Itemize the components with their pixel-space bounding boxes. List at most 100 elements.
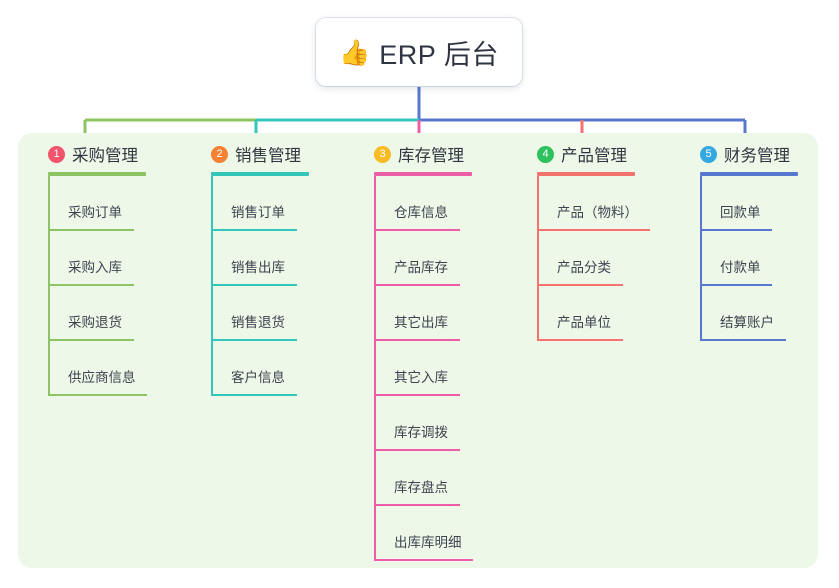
list-item[interactable]: 销售出库	[213, 231, 353, 286]
list-item-rule	[50, 339, 134, 341]
list-item-rule	[376, 394, 460, 396]
list-item[interactable]: 仓库信息	[376, 176, 516, 231]
list-item[interactable]: 回款单	[702, 176, 839, 231]
column-header-5[interactable]: 5 财务管理	[682, 141, 839, 167]
column-items-5: 回款单付款单结算账户	[682, 176, 839, 341]
list-item-label: 销售退货	[231, 315, 285, 330]
list-item[interactable]: 结算账户	[702, 286, 839, 341]
list-item-rule	[539, 339, 623, 341]
list-item-rule	[376, 559, 473, 561]
column-items-1: 采购订单采购入库采购退货供应商信息	[30, 176, 190, 396]
root-node[interactable]: 👍 ERP 后台	[316, 18, 522, 86]
column-rule-3	[374, 172, 472, 176]
column-spine-1	[48, 176, 50, 396]
list-item-label: 销售订单	[231, 205, 285, 220]
list-item-label: 仓库信息	[394, 205, 448, 220]
list-item-rule	[702, 339, 786, 341]
list-item[interactable]: 产品（物料）	[539, 176, 679, 231]
list-item-rule	[376, 284, 460, 286]
list-item-label: 销售出库	[231, 260, 285, 275]
list-item-label: 回款单	[720, 205, 761, 220]
list-item-label: 库存盘点	[394, 480, 448, 495]
column-badge-2: 2	[211, 145, 228, 163]
list-item-label: 客户信息	[231, 370, 285, 385]
column-title-2: 销售管理	[235, 147, 301, 165]
column-4: 4 产品管理产品（物料） 产品分类产品单位	[519, 141, 679, 341]
list-item-rule	[376, 449, 460, 451]
column-items-3: 仓库信息产品库存其它出库其它入库库存调拨库存盘点出库库明细	[356, 176, 516, 561]
column-title-5: 财务管理	[724, 147, 790, 165]
list-item[interactable]: 库存盘点	[376, 451, 516, 506]
column-3: 3 库存管理仓库信息产品库存其它出库其它入库库存调拨库存盘点出库库明细	[356, 141, 516, 561]
list-item[interactable]: 采购订单	[50, 176, 190, 231]
column-badge-5: 5	[700, 145, 717, 163]
list-item[interactable]: 产品库存	[376, 231, 516, 286]
column-badge-3: 3	[374, 145, 391, 163]
list-item[interactable]: 产品分类	[539, 231, 679, 286]
list-item[interactable]: 其它出库	[376, 286, 516, 341]
column-title-3: 库存管理	[398, 147, 464, 165]
list-item-label: 库存调拨	[394, 425, 448, 440]
list-item-label: 产品（物料）	[557, 205, 638, 220]
column-header-1[interactable]: 1 采购管理	[30, 141, 190, 167]
column-header-3[interactable]: 3 库存管理	[356, 141, 516, 167]
list-item-rule	[50, 394, 147, 396]
list-item-label: 采购订单	[68, 205, 122, 220]
list-item-label: 产品单位	[557, 315, 611, 330]
column-header-2[interactable]: 2 销售管理	[193, 141, 353, 167]
column-5: 5 财务管理回款单付款单结算账户	[682, 141, 839, 341]
list-item[interactable]: 出库库明细	[376, 506, 516, 561]
list-item-rule	[702, 284, 772, 286]
list-item[interactable]: 其它入库	[376, 341, 516, 396]
thumbs-up-icon: 👍	[339, 37, 371, 67]
list-item-label: 出库库明细	[394, 535, 462, 550]
list-item-label: 其它出库	[394, 315, 448, 330]
list-item-label: 付款单	[720, 260, 761, 275]
column-rule-2	[211, 172, 309, 176]
column-spine-3	[374, 176, 376, 561]
list-item[interactable]: 供应商信息	[50, 341, 190, 396]
list-item-rule	[702, 229, 772, 231]
list-item-rule	[213, 394, 297, 396]
column-rule-1	[48, 172, 146, 176]
list-item[interactable]: 客户信息	[213, 341, 353, 396]
column-badge-4: 4	[537, 145, 554, 163]
list-item-label: 供应商信息	[68, 370, 136, 385]
column-title-4: 产品管理	[561, 147, 627, 165]
list-item-label: 采购退货	[68, 315, 122, 330]
list-item-rule	[213, 284, 297, 286]
list-item-rule	[376, 229, 460, 231]
list-item-label: 产品分类	[557, 260, 611, 275]
list-item-rule	[539, 284, 623, 286]
list-item[interactable]: 库存调拨	[376, 396, 516, 451]
list-item[interactable]: 采购入库	[50, 231, 190, 286]
column-items-2: 销售订单销售出库销售退货客户信息	[193, 176, 353, 396]
list-item-label: 结算账户	[720, 315, 774, 330]
column-spine-4	[537, 176, 539, 341]
list-item[interactable]: 销售订单	[213, 176, 353, 231]
list-item[interactable]: 付款单	[702, 231, 839, 286]
list-item-rule	[376, 504, 460, 506]
list-item-rule	[539, 229, 650, 231]
list-item-label: 采购入库	[68, 260, 122, 275]
column-spine-2	[211, 176, 213, 396]
list-item-rule	[213, 229, 297, 231]
diagram-panel	[18, 133, 818, 568]
list-item[interactable]: 销售退货	[213, 286, 353, 341]
column-rule-5	[700, 172, 798, 176]
list-item-label: 其它入库	[394, 370, 448, 385]
column-rule-4	[537, 172, 635, 176]
list-item-rule	[213, 339, 297, 341]
column-2: 2 销售管理销售订单销售出库销售退货客户信息	[193, 141, 353, 396]
list-item[interactable]: 采购退货	[50, 286, 190, 341]
root-node-label: ERP 后台	[379, 39, 499, 70]
list-item-rule	[50, 284, 134, 286]
column-badge-1: 1	[48, 145, 65, 163]
column-header-4[interactable]: 4 产品管理	[519, 141, 679, 167]
list-item-rule	[50, 229, 134, 231]
column-1: 1 采购管理采购订单采购入库采购退货供应商信息	[30, 141, 190, 396]
column-title-1: 采购管理	[72, 147, 138, 165]
list-item-rule	[376, 339, 460, 341]
list-item[interactable]: 产品单位	[539, 286, 679, 341]
